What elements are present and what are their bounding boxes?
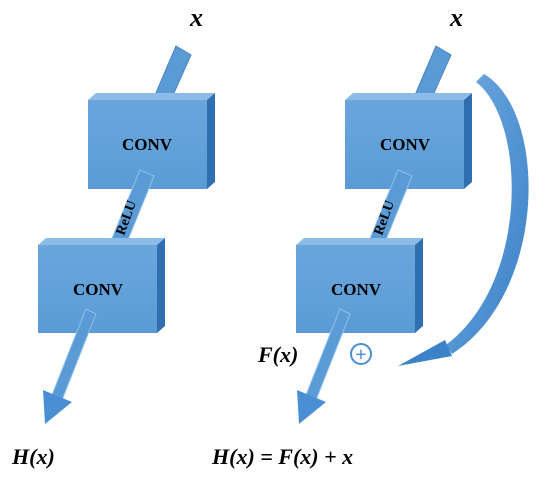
output-label-right: H(x) = F(x) + x (211, 444, 353, 469)
output-arrow-left (43, 308, 97, 424)
output-arrow-right (297, 308, 351, 424)
residual-block: + x CONV ReLU CONV F(x) H(x) = F(x) + x (211, 3, 529, 469)
conv-label-top-left: CONV (122, 135, 173, 154)
conv-label-bottom-left: CONV (73, 280, 124, 299)
plain-block: x CONV ReLU CONV H(x) (11, 3, 215, 469)
output-label-left: H(x) (11, 444, 55, 469)
input-label-left: x (189, 3, 203, 32)
add-node: + (350, 343, 372, 366)
input-label-right: x (449, 3, 463, 32)
conv-block-bottom-left (38, 238, 165, 333)
conv-block-top-left (88, 93, 215, 189)
conv-label-bottom-right: CONV (331, 280, 382, 299)
conv-label-top-right: CONV (380, 135, 431, 154)
skip-connection-arrow (398, 74, 529, 366)
residual-label: F(x) (257, 342, 298, 367)
add-symbol: + (355, 344, 366, 366)
conv-block-bottom-right (296, 238, 423, 333)
